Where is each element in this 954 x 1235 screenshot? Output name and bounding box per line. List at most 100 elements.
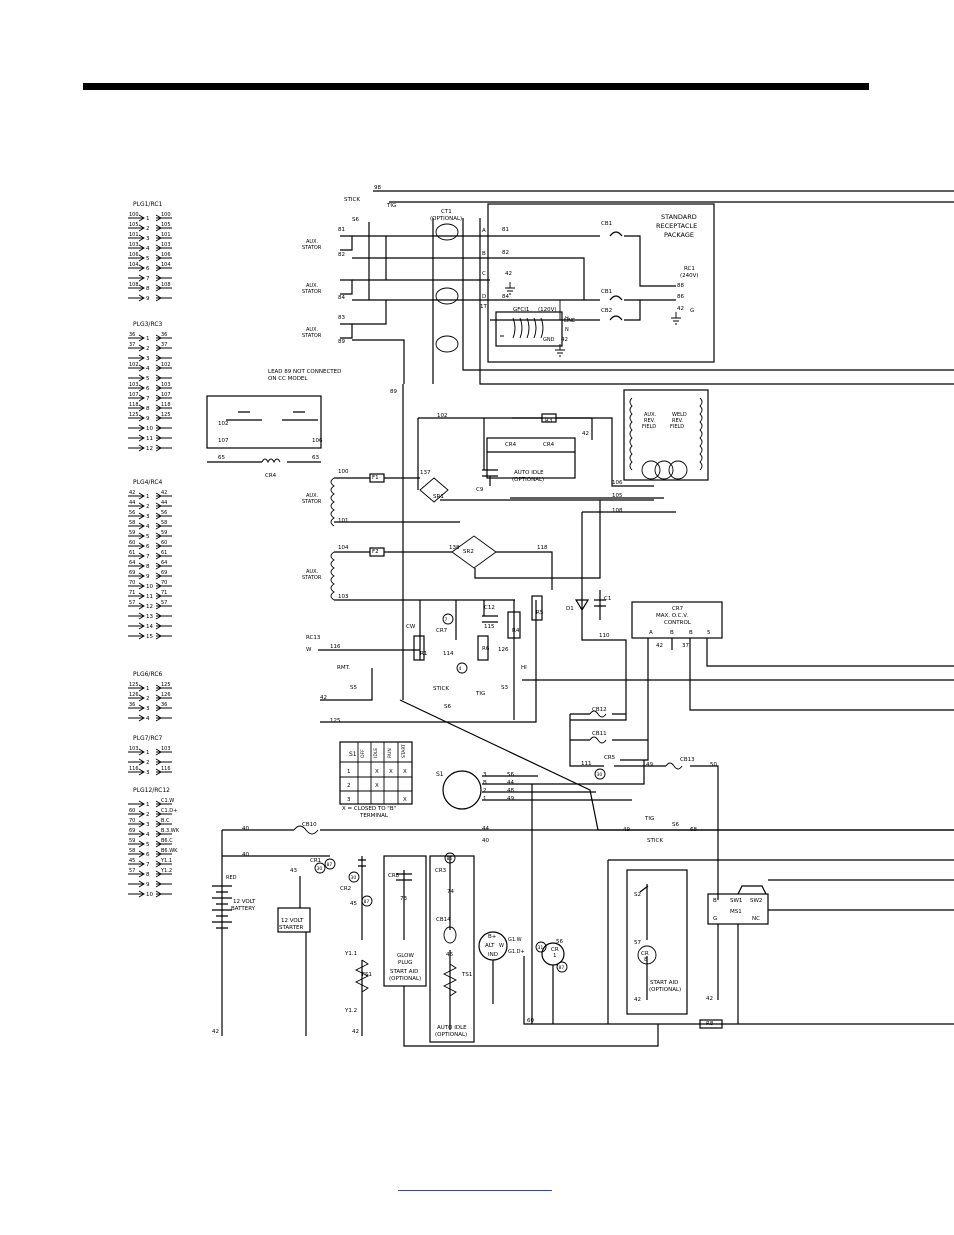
component-label: 106 <box>312 438 323 444</box>
circle-tag-label: 30 <box>317 866 323 872</box>
component-label: 3 <box>483 772 487 778</box>
component-label: B+ <box>488 934 497 940</box>
plug-pin-number: 1 <box>146 216 150 222</box>
plug-pin-wire: 64 <box>129 560 135 566</box>
plug-pin-arrow <box>128 234 172 242</box>
component-label: 49 <box>623 827 630 833</box>
s1-table-header: S1 <box>349 751 357 758</box>
component-label: 101 <box>338 518 349 524</box>
component-label: 84 <box>502 294 509 300</box>
plug-pin-arrow <box>128 694 172 702</box>
component-label: STATOR <box>302 289 322 295</box>
component-label: 1 <box>483 796 487 802</box>
header-rule <box>83 83 869 90</box>
component-label: 40 <box>242 852 249 858</box>
component-label: STATOR <box>302 499 322 505</box>
component-label: 49 <box>646 762 653 768</box>
plug-pin-number: 8 <box>146 564 150 570</box>
s1-table-cell: X <box>375 783 379 789</box>
component-label: W <box>306 647 312 653</box>
component-label: 107 <box>218 438 229 444</box>
plug-pin-arrow <box>128 394 172 402</box>
plug-pin-wire: 126 <box>161 692 171 698</box>
plug-pin-arrow <box>128 890 172 898</box>
plug-pin-wire: 56 <box>161 510 167 516</box>
plug-pin-arrow <box>128 768 172 776</box>
plug-pin-number: 5 <box>146 534 150 540</box>
component-label: MS1 <box>730 909 742 915</box>
component-label: S2 <box>634 892 641 898</box>
plug-pin-wire: 69 <box>129 828 135 834</box>
plug-pin-arrow <box>128 254 172 262</box>
component-label: CB2 <box>601 308 612 314</box>
plug-pin-wire: 44 <box>129 500 135 506</box>
component-label: 106 <box>612 480 623 486</box>
component-label: START AID <box>390 969 418 975</box>
component-label: REV. <box>644 418 655 424</box>
plug-pin-number: 1 <box>146 802 150 808</box>
component-label: 56 <box>507 772 514 778</box>
component-label: 89 <box>390 389 397 395</box>
s1-table-header: START <box>401 744 407 758</box>
plug-pin-number: 1 <box>146 336 150 342</box>
plug-pin-arrow <box>128 384 172 392</box>
plug-pin-wire: 126 <box>129 692 139 698</box>
plug-pin-number: 10 <box>146 584 153 590</box>
plug-pin-wire: 104 <box>161 262 171 268</box>
plug-pin-number: 4 <box>146 716 150 722</box>
s1-table-cell: X <box>403 797 407 803</box>
plug-pin-wire: 36 <box>129 332 135 338</box>
component-label: B <box>670 630 674 636</box>
component-label: 88 <box>677 283 684 289</box>
plug-pin-arrow <box>128 850 172 858</box>
component-label: (240V) <box>680 273 699 279</box>
plug-pin-arrow <box>128 758 172 766</box>
plug-pin-arrow <box>128 582 172 590</box>
component-label: 46 <box>446 952 453 958</box>
component-label: 57 <box>634 940 641 946</box>
component-label: AUX. <box>306 239 319 245</box>
plug-pin-number: 9 <box>146 574 150 580</box>
footer-link[interactable] <box>398 1189 552 1191</box>
plug-pin-wire: 36 <box>161 332 167 338</box>
component-label: RC1 <box>684 266 695 272</box>
plug-pin-arrow <box>128 562 172 570</box>
plug-pin-number: 14 <box>146 624 153 630</box>
component-label: TS1 <box>461 972 472 978</box>
component-label: 2 <box>483 788 487 794</box>
component-label: HI <box>521 665 527 671</box>
plug-pin-number: 3 <box>146 822 150 828</box>
component-label: G1.D+ <box>508 949 525 955</box>
s1-table-cell: 3 <box>347 797 351 803</box>
component-label: CR8 <box>388 873 400 879</box>
plug-pin-wire: 103 <box>129 242 139 248</box>
circle-tag <box>348 871 360 883</box>
component-label: B <box>689 630 693 636</box>
plug-pin-wire: 102 <box>129 362 139 368</box>
component-label: LINE <box>564 318 575 324</box>
plug-pin-arrow <box>128 522 172 530</box>
component-label: CR3 <box>435 868 447 874</box>
component-label: G <box>690 308 694 314</box>
component-label: CR4 <box>543 442 555 448</box>
component-label: 42 <box>706 996 713 1002</box>
s1-table-header: IDLE <box>373 748 379 758</box>
plug-pin-number: 8 <box>146 872 150 878</box>
component-label: S6 <box>352 217 359 223</box>
plug-pin-wire: 70 <box>129 818 135 824</box>
plug-pin-number: 9 <box>146 296 150 302</box>
circle-tag <box>324 858 336 870</box>
plug-pin-arrow <box>128 434 172 442</box>
component-label: SR1 <box>433 494 444 500</box>
component-label: FS1 <box>362 972 372 978</box>
component-label: 1 <box>553 953 557 959</box>
plug-pin-number: 9 <box>146 416 150 422</box>
s1-table-header: RUN <box>387 748 393 758</box>
component-label: CB12 <box>592 707 607 713</box>
component-label: NC <box>752 916 760 922</box>
plug-pin-wire: 104 <box>129 262 139 268</box>
component-label: H <box>565 316 569 322</box>
component-label: G <box>713 916 717 922</box>
plug-pin-number: 2 <box>146 696 150 702</box>
plug-pin-wire: 60 <box>161 540 167 546</box>
